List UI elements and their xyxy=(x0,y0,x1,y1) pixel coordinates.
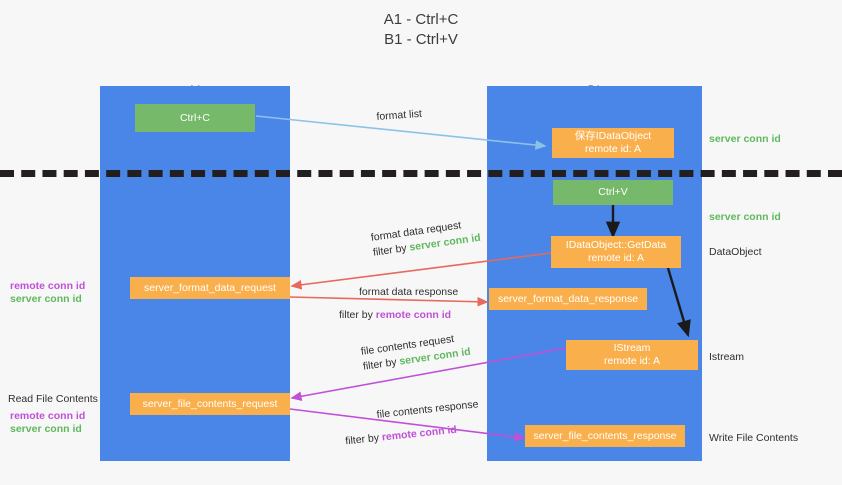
box-save-idataobject-label: 保存IDataObject xyxy=(574,130,652,142)
annotation-format-data-response: format data response filter by remote co… xyxy=(339,285,459,323)
right-label-dataobject: DataObject xyxy=(709,246,762,258)
box-ctrl-c[interactable]: Ctrl+C xyxy=(135,104,255,132)
box-istream[interactable]: IStream remote id: A xyxy=(566,340,698,370)
box-ctrl-v[interactable]: Ctrl+V xyxy=(553,180,673,205)
filter-by-label-1: filter by xyxy=(372,242,408,259)
left-label-read-file-contents: Read File Contents xyxy=(8,393,98,405)
remote-conn-id-inline-1: remote conn id xyxy=(375,309,452,321)
box-istream-label: IStream xyxy=(613,342,651,354)
box-server-file-contents-request-label: server_file_contents_request xyxy=(142,397,278,410)
annotation-file-contents-response: file contents response filter by remote … xyxy=(345,397,482,447)
box-server-format-data-response[interactable]: server_format_data_response xyxy=(489,288,647,310)
box-save-idataobject-sub: remote id: A xyxy=(584,143,642,155)
annotation-format-list: format list xyxy=(376,107,422,125)
box-server-file-contents-request[interactable]: server_file_contents_request xyxy=(130,393,290,415)
box-server-format-data-response-label: server_format_data_response xyxy=(497,292,639,305)
annotation-format-list-text: format list xyxy=(376,107,423,123)
filter-by-label-2: filter by xyxy=(339,309,373,321)
box-server-format-data-request-label: server_format_data_request xyxy=(144,281,276,294)
dashed-divider xyxy=(0,170,842,177)
annotation-format-data-response-title: format data response xyxy=(359,286,459,298)
left-label-remote-conn-id-mid: remote conn id xyxy=(10,280,86,292)
box-ctrl-v-label: Ctrl+V xyxy=(598,186,628,198)
box-idataobject-getdata-label: IDataObject::GetData xyxy=(565,239,667,251)
annotation-file-contents-response-title: file contents response xyxy=(376,398,479,421)
box-istream-sub: remote id: A xyxy=(603,355,661,367)
box-server-format-data-request[interactable]: server_format_data_request xyxy=(130,277,290,299)
box-server-file-contents-response[interactable]: server_file_contents_response xyxy=(525,425,685,447)
page-title: A1 - Ctrl+C B1 - Ctrl+V xyxy=(383,11,459,48)
remote-conn-id-inline-2: remote conn id xyxy=(381,423,458,444)
filter-by-label-4: filter by xyxy=(344,431,380,448)
filter-by-label-3: filter by xyxy=(362,356,398,373)
annotation-file-contents-request: file contents request filter by server c… xyxy=(360,330,472,375)
right-label-istream: Istream xyxy=(709,351,745,363)
annotation-file-contents-response-filter: filter by remote conn id xyxy=(345,420,482,449)
left-label-server-conn-id-bottom: server conn id xyxy=(10,423,82,435)
right-label-server-conn-id-top: server conn id xyxy=(709,133,781,145)
annotation-format-data-request: format data request filter by server con… xyxy=(370,216,482,261)
right-label-server-conn-id-second: server conn id xyxy=(709,211,781,223)
annotation-format-data-response-filter: filter by remote conn id xyxy=(339,308,458,323)
left-label-remote-conn-id-bottom: remote conn id xyxy=(10,410,86,422)
right-label-write-file-contents: Write File Contents xyxy=(709,432,799,444)
box-save-idataobject[interactable]: 保存IDataObject remote id: A xyxy=(552,128,674,158)
box-ctrl-c-label: Ctrl+C xyxy=(179,111,211,124)
left-label-server-conn-id-mid: server conn id xyxy=(10,293,82,305)
box-idataobject-getdata-sub: remote id: A xyxy=(587,252,645,264)
box-idataobject-getdata[interactable]: IDataObject::GetData remote id: A xyxy=(551,236,681,268)
box-server-file-contents-response-label: server_file_contents_response xyxy=(533,429,677,442)
